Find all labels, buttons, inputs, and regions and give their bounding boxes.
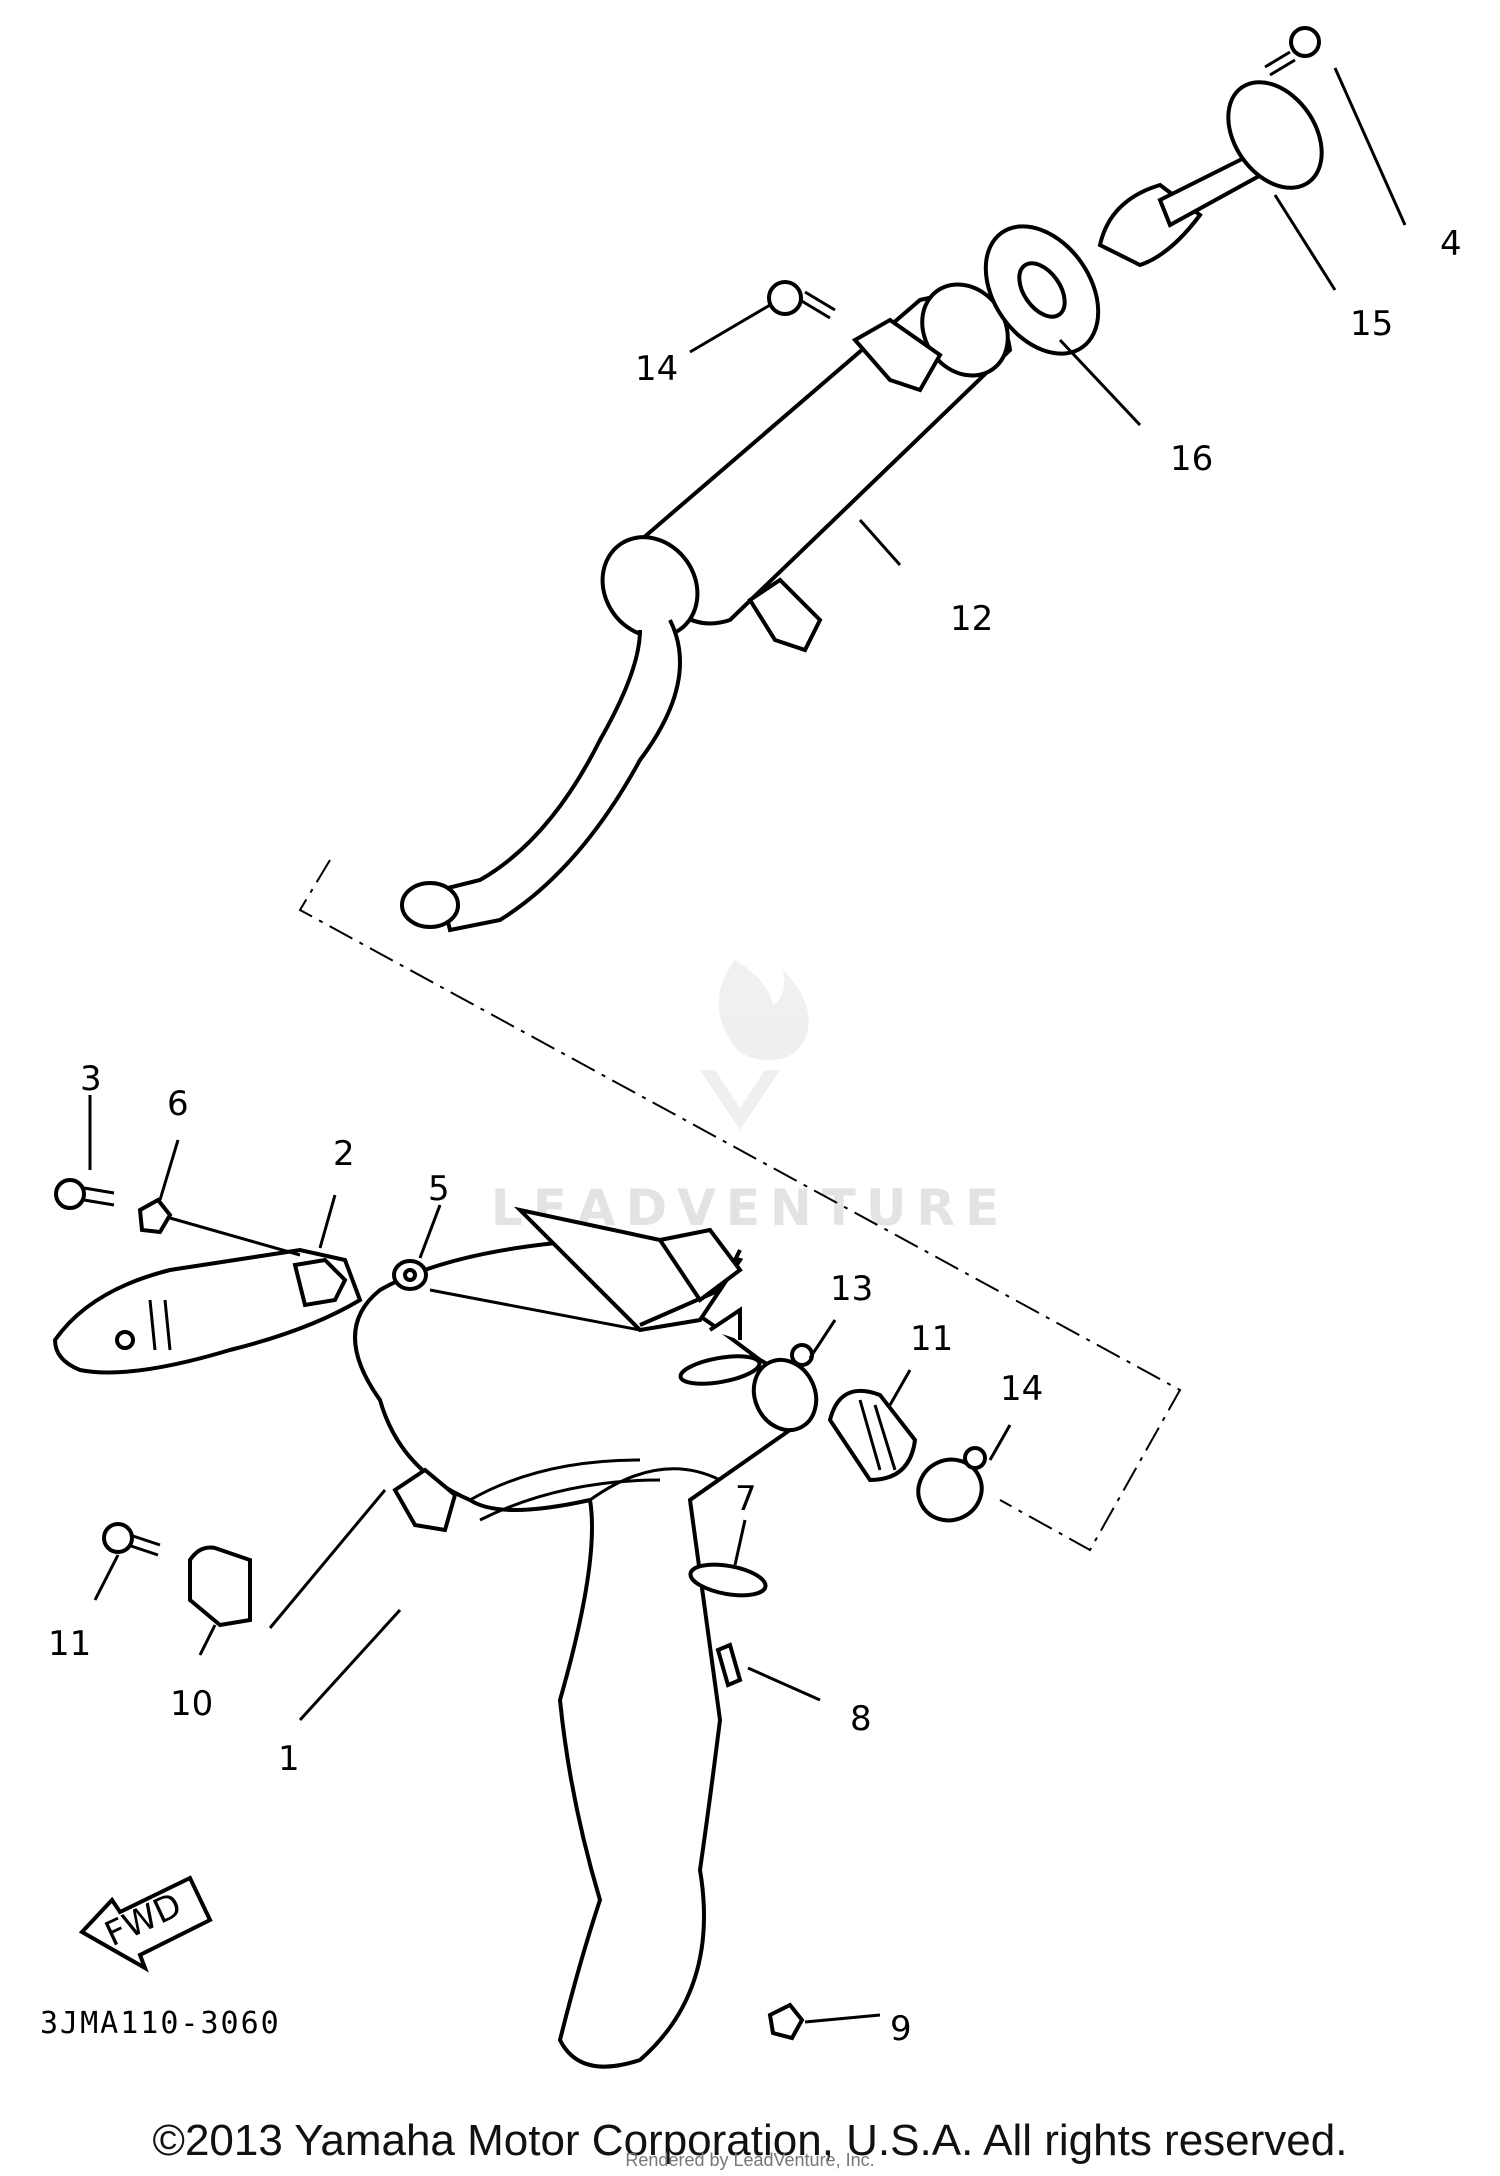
callout-3: 3 (80, 1059, 102, 1099)
bolt-15 (767, 280, 836, 320)
copyright-notice: ©2013 Yamaha Motor Corporation, U.S.A. A… (152, 2116, 1348, 2165)
callout-15: 14 (635, 349, 678, 389)
assembly-outline (298, 859, 1182, 1552)
callout-11: 11 (48, 1624, 91, 1664)
part-code: 3JMA110-3060 (40, 2006, 281, 2041)
callout-9: 9 (890, 2009, 912, 2049)
nut-9 (767, 2002, 805, 2041)
bracket-10 (188, 1545, 252, 1628)
callout-16: 15 (1350, 304, 1393, 344)
nut-6 (137, 1197, 173, 1235)
callout-7: 7 (735, 1479, 757, 1519)
screw-4 (1264, 26, 1321, 77)
spark-arrester-16 (1097, 80, 1324, 268)
watermark-logo (700, 960, 809, 1130)
callout-8: 8 (850, 1699, 872, 1739)
callout-14-upper: 13 (830, 1269, 873, 1309)
gasket-17 (983, 224, 1101, 356)
rendered-by-credit: Rendered by LeadVenture, Inc. (625, 2150, 875, 2170)
callout-5: 5 (428, 1169, 450, 1209)
muffler-part (400, 282, 1013, 933)
bolt-11 (102, 1522, 161, 1557)
callout-2: 2 (333, 1134, 355, 1174)
stud-8 (715, 1642, 743, 1688)
washer-5 (392, 1259, 428, 1291)
clamp-14-upper (751, 1343, 819, 1433)
callout-1: 1 (278, 1739, 300, 1779)
gasket-7 (688, 1562, 768, 1598)
exhaust-pipe-part (353, 1206, 794, 2069)
bolt-3 (54, 1178, 115, 1210)
forward-arrow-icon: FWD (78, 1875, 213, 1973)
callout-14-lower: 14 (1000, 1369, 1043, 1409)
callout-4: 4 (1440, 224, 1462, 264)
leader-lines (88, 67, 1407, 2024)
callout-13: 11 (910, 1319, 953, 1359)
callout-10: 10 (170, 1684, 213, 1724)
callout-17: 16 (1170, 439, 1213, 479)
callout-12: 12 (950, 599, 993, 639)
joint-13 (827, 1389, 918, 1483)
callout-6: 6 (167, 1084, 189, 1124)
rubber-mount-2 (52, 1247, 363, 1375)
clamp-14-lower (916, 1446, 987, 1523)
